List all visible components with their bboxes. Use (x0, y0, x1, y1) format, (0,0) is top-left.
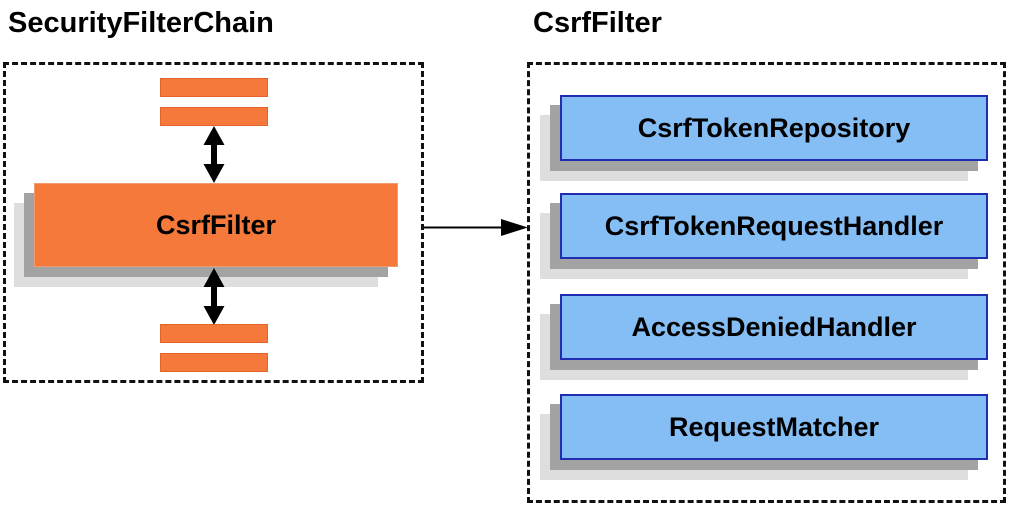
csrf-filter-box-label: CsrfFilter (155, 209, 277, 240)
component-box-csrf-token-repository: CsrfTokenRepository (560, 95, 988, 161)
filter-chain-bar (160, 107, 268, 126)
arrow-right-icon (424, 219, 528, 236)
filter-chain-bar (160, 324, 268, 343)
left-panel-title: SecurityFilterChain (8, 7, 274, 39)
double-arrow-icon (203, 268, 225, 325)
right-panel-title: CsrfFilter (533, 7, 662, 39)
component-label: CsrfTokenRepository (637, 112, 911, 143)
csrf-filter-detail-panel: CsrfTokenRepository CsrfTokenRequestHand… (527, 62, 1006, 503)
filter-chain-bar (160, 353, 268, 372)
double-arrow-icon (203, 126, 225, 183)
component-box-request-matcher: RequestMatcher (560, 394, 988, 460)
component-label: AccessDeniedHandler (631, 311, 917, 342)
component-box-csrf-token-request-handler: CsrfTokenRequestHandler (560, 193, 988, 259)
component-box-access-denied-handler: AccessDeniedHandler (560, 294, 988, 360)
filter-chain-bar (160, 78, 268, 97)
security-filter-chain-panel: CsrfFilter (3, 62, 424, 383)
component-label: RequestMatcher (668, 411, 880, 442)
csrf-filter-box: CsrfFilter (34, 183, 398, 267)
component-label: CsrfTokenRequestHandler (604, 210, 944, 241)
